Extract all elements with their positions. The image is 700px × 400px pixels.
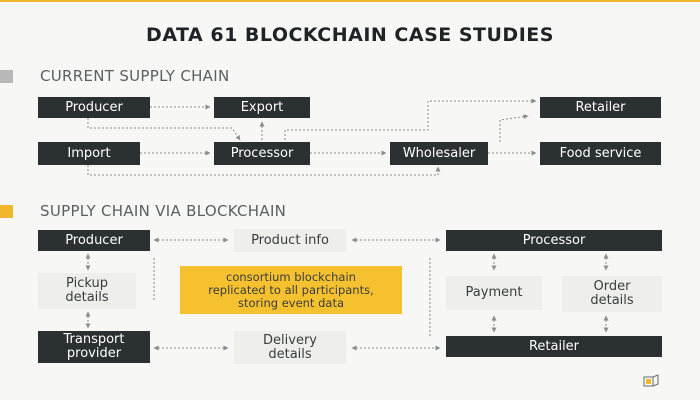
node-export: Export (214, 97, 310, 118)
top-accent-line (0, 0, 700, 2)
current-section-title: CURRENT SUPPLY CHAIN (40, 67, 230, 85)
arrow-producer-processor (87, 118, 241, 141)
bc-node-payment: Payment (446, 276, 542, 310)
blockchain-section-title: SUPPLY CHAIN VIA BLOCKCHAIN (40, 202, 287, 220)
bc-node-retailer: Retailer (446, 336, 662, 357)
node-import: Import (38, 142, 140, 165)
node-retailer: Retailer (540, 97, 661, 118)
node-food-service: Food service (540, 142, 661, 165)
bc-node-processor: Processor (446, 230, 662, 251)
node-processor: Processor (214, 142, 310, 165)
current-section-marker (0, 70, 13, 83)
page-title: DATA 61 BLOCKCHAIN CASE STUDIES (146, 24, 554, 46)
blockchain-section-marker (0, 205, 13, 218)
bc-node-producer: Producer (38, 230, 150, 251)
bc-node-product-info: Product info (234, 229, 346, 252)
node-wholesaler: Wholesaler (390, 142, 488, 165)
arrow-wholesaler-retailer (499, 114, 529, 142)
node-producer: Producer (38, 97, 150, 118)
data61-logo-icon (643, 374, 659, 387)
arrow-import-wholesaler (87, 165, 441, 176)
arrow-processor-retailer (284, 98, 537, 140)
